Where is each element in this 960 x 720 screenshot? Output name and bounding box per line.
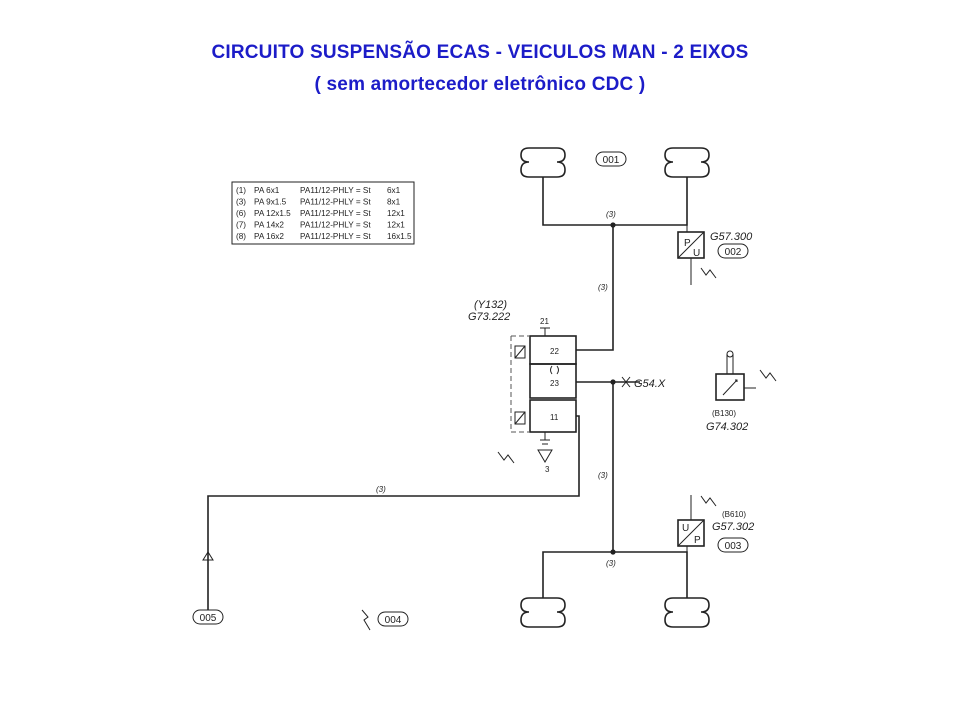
svg-text:001: 001: [603, 155, 620, 166]
svg-text:003: 003: [725, 541, 742, 552]
table-cell-st: 12x1: [387, 221, 405, 230]
svg-text:P: P: [684, 238, 691, 249]
tag-001: 001: [595, 151, 627, 167]
pipe-label-upper: (3): [598, 283, 608, 292]
air-bellow-front-left: [520, 147, 566, 178]
table-cell-spec: PA 6x1: [254, 186, 280, 195]
table-cell-id: (8): [236, 232, 246, 241]
table-cell-spec: PA 12x1.5: [254, 209, 291, 218]
table-cell-id: (1): [236, 186, 246, 195]
pipe-label-supply: (3): [376, 485, 386, 494]
table-cell-st: 8x1: [387, 198, 401, 207]
pipe-supply: [207, 415, 580, 610]
height-sensor-b130: (B130) G74.302: [706, 350, 777, 433]
svg-text:11: 11: [550, 413, 559, 422]
svg-text:G57.300: G57.300: [710, 231, 753, 243]
tag-005: 005: [192, 609, 224, 625]
table-cell-id: (3): [236, 198, 246, 207]
table-cell-st: 16x1.5: [387, 232, 412, 241]
svg-text:U: U: [682, 523, 689, 534]
junction-bottom: [610, 549, 616, 555]
check-valve-icon: [202, 551, 214, 561]
table-cell-pipe: PA11/12-PHLY = St: [300, 198, 371, 207]
svg-text:22: 22: [550, 347, 559, 356]
svg-text:21: 21: [540, 317, 549, 326]
junction-top: [610, 222, 616, 228]
svg-text:004: 004: [385, 615, 402, 626]
test-point-marker: [621, 376, 631, 388]
table-cell-pipe: PA11/12-PHLY = St: [300, 186, 371, 195]
svg-text:005: 005: [200, 613, 217, 624]
svg-text:P: P: [694, 535, 701, 546]
svg-text:002: 002: [725, 247, 742, 258]
pipe-top-to-valve: [576, 225, 614, 351]
pressure-sensor-rear: (B610) G57.302 U P 003: [677, 495, 754, 553]
table-cell-spec: PA 16x2: [254, 232, 284, 241]
air-bellow-rear-left: [520, 597, 566, 628]
solenoid-valve-y132: (Y132) G73.222 21 22 23 11 3: [468, 299, 577, 474]
pressure-sensor-front: P U G57.300 002: [677, 225, 753, 285]
table-cell-spec: PA 9x1.5: [254, 198, 287, 207]
pipe-label-bottom: (3): [606, 559, 616, 568]
svg-text:(Y132): (Y132): [474, 299, 507, 311]
table-cell-pipe: PA11/12-PHLY = St: [300, 232, 371, 241]
table-cell-st: 6x1: [387, 186, 401, 195]
table-cell-pipe: PA11/12-PHLY = St: [300, 221, 371, 230]
pipe-label-lower: (3): [598, 471, 608, 480]
table-cell-pipe: PA11/12-PHLY = St: [300, 209, 371, 218]
svg-text:(B610): (B610): [722, 510, 746, 519]
svg-text:G73.222: G73.222: [468, 311, 510, 323]
table-cell-st: 12x1: [387, 209, 405, 218]
table-cell-id: (7): [236, 221, 246, 230]
air-bellow-rear-right: [664, 597, 710, 628]
pipe-label-top: (3): [606, 210, 616, 219]
svg-text:G57.302: G57.302: [712, 521, 754, 533]
svg-text:U: U: [693, 248, 700, 259]
table-cell-id: (6): [236, 209, 246, 218]
diagram-title: CIRCUITO SUSPENSÃO ECAS - VEICULOS MAN -…: [211, 42, 749, 63]
air-bellow-front-right: [664, 147, 710, 178]
svg-text:23: 23: [550, 379, 559, 388]
svg-text:3: 3: [545, 465, 550, 474]
test-point-label: G54.X: [634, 378, 666, 390]
svg-text:(B130): (B130): [712, 409, 736, 418]
svg-text:G74.302: G74.302: [706, 421, 748, 433]
diagram-subtitle: ( sem amortecedor eletrônico CDC ): [314, 74, 646, 95]
electrical-connection-004: 004: [361, 609, 409, 631]
table-cell-spec: PA 14x2: [254, 221, 284, 230]
